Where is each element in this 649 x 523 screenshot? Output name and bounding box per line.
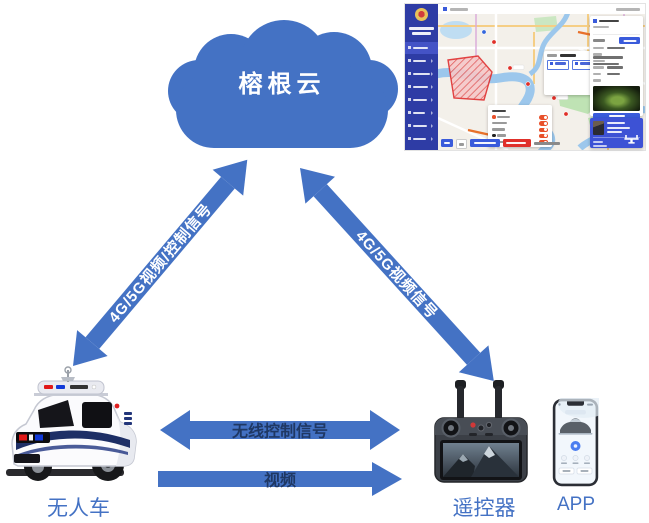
detail-panel xyxy=(590,16,643,119)
drone-icon xyxy=(624,135,639,144)
link-wireless-control-arrow: 无线控制信号 xyxy=(160,410,400,450)
police-emblem-icon xyxy=(415,8,428,21)
link-vehicle-cloud-label: 4G/5G视频/控制信号 xyxy=(105,200,216,327)
console-subtitle-placeholder xyxy=(412,32,431,35)
popup-action-button[interactable] xyxy=(547,59,569,70)
controller-label: 遥控器 xyxy=(452,497,516,520)
panel-icon xyxy=(593,19,597,23)
sidebar-menu-item[interactable] xyxy=(405,107,438,119)
breadcrumb-icon xyxy=(443,7,447,11)
link-controller-cloud-arrow: 4G/5G视频信号 xyxy=(285,154,509,395)
view-detail-button[interactable] xyxy=(593,113,640,119)
map-zoom-button[interactable] xyxy=(441,139,453,147)
alert-button[interactable] xyxy=(503,139,531,147)
console-screenshot: × xyxy=(405,4,645,150)
surveillance-photo xyxy=(593,86,640,111)
sidebar-menu-item[interactable] xyxy=(405,81,438,93)
link-wireless-control-label: 无线控制信号 xyxy=(231,423,328,441)
sidebar-menu-item[interactable] xyxy=(405,94,438,106)
link-controller-cloud-label: 4G/5G视频信号 xyxy=(352,227,441,323)
cloud-node: 榕根云 xyxy=(168,20,398,153)
app-phone-image xyxy=(552,390,610,492)
operator-card xyxy=(590,118,643,148)
sidebar-menu-item[interactable] xyxy=(405,133,438,145)
layer-toggle[interactable] xyxy=(539,127,548,133)
sidebar-menu-item[interactable] xyxy=(405,55,438,67)
remote-controller-image xyxy=(433,380,529,491)
vehicle-label: 无人车 xyxy=(47,497,110,520)
sidebar-menu xyxy=(405,42,438,146)
sidebar-menu-item[interactable] xyxy=(405,68,438,80)
dispatch-button[interactable] xyxy=(619,37,640,44)
map-mode-button[interactable] xyxy=(456,139,467,149)
cloud-label: 榕根云 xyxy=(238,71,326,98)
map-toolbar xyxy=(441,139,560,149)
sidebar-menu-item[interactable] xyxy=(405,120,438,132)
layer-toggle[interactable] xyxy=(539,121,548,126)
console-title-placeholder xyxy=(409,27,434,30)
app-label: APP xyxy=(556,494,596,515)
link-vehicle-cloud-arrow: 4G/5G视频/控制信号 xyxy=(57,146,263,379)
restricted-zone-polygon[interactable] xyxy=(447,55,493,101)
user-menu-placeholder[interactable] xyxy=(616,7,640,11)
link-video-arrow: 视频 xyxy=(158,462,402,496)
layer-toggle[interactable] xyxy=(539,115,548,120)
track-button[interactable] xyxy=(470,139,500,147)
breadcrumb-placeholder xyxy=(450,7,468,11)
console-sidebar xyxy=(405,4,438,150)
link-video-label: 视频 xyxy=(263,472,296,490)
sidebar-menu-item[interactable] xyxy=(405,42,438,54)
avatar xyxy=(593,121,604,135)
layer-toggle[interactable] xyxy=(539,133,548,139)
unmanned-vehicle-image xyxy=(4,366,154,499)
